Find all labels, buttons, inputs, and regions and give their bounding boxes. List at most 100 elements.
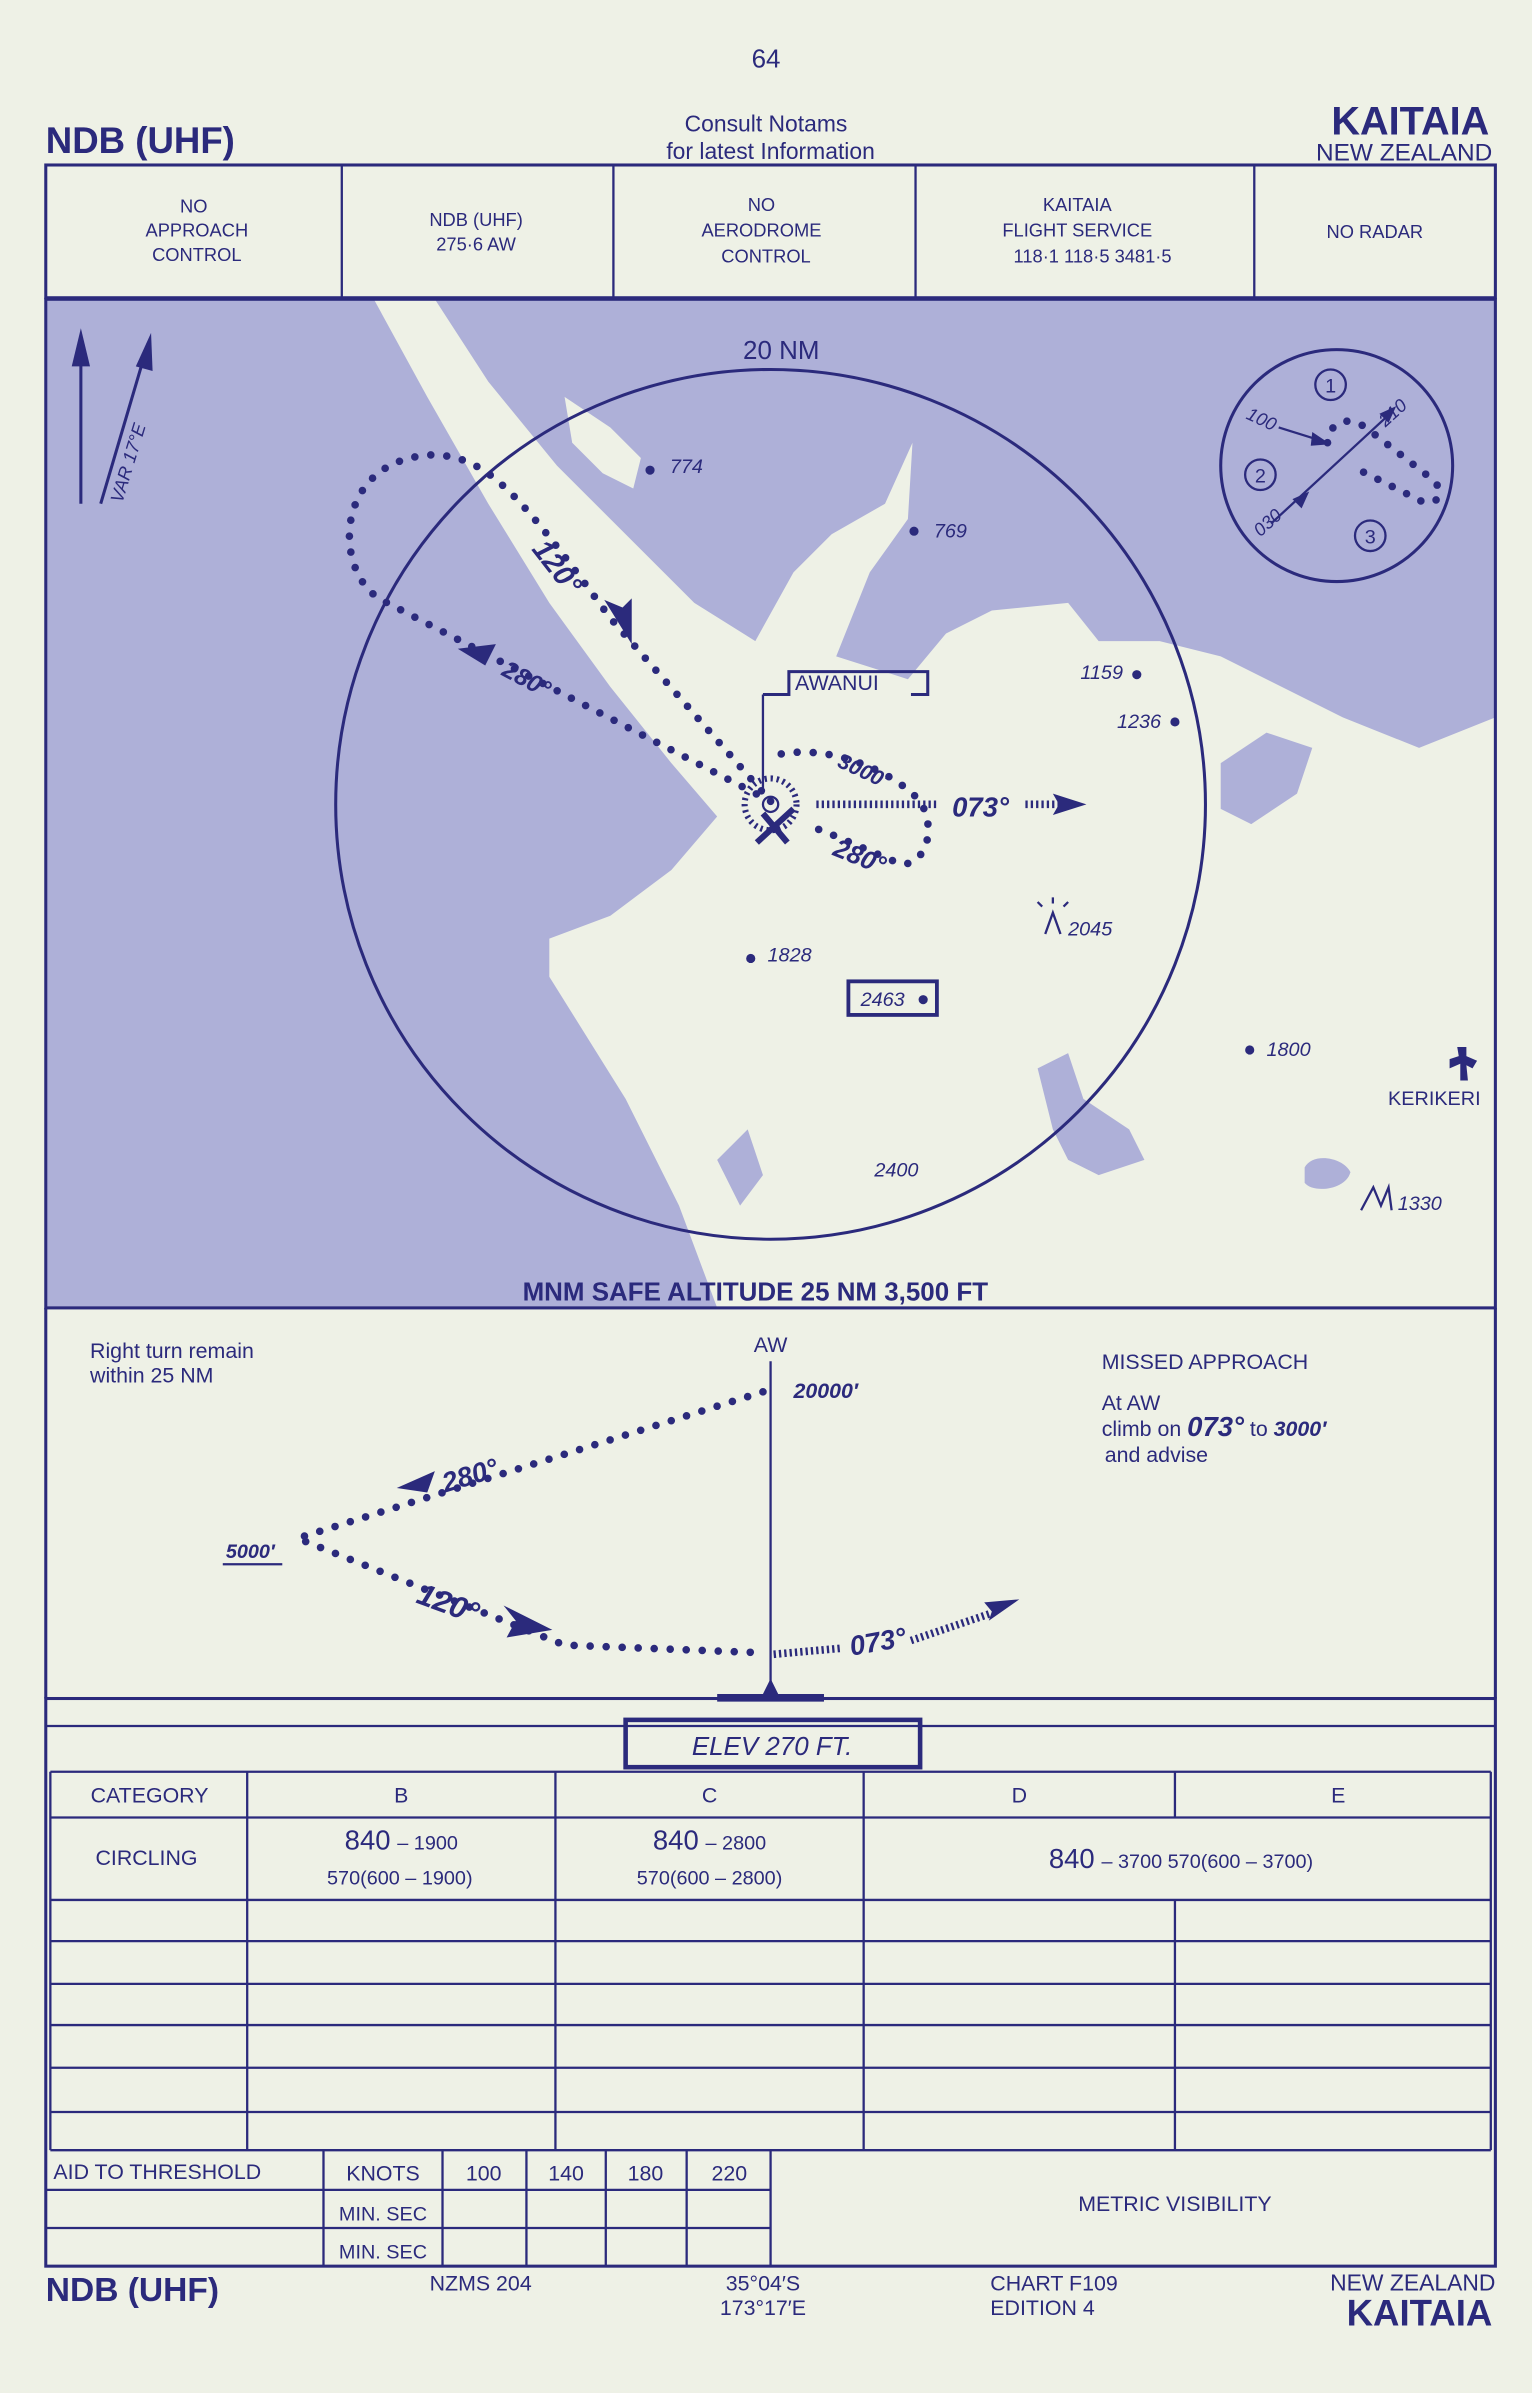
inbound-arrow-icon [604,598,632,645]
info-approach-3: CONTROL [152,244,241,265]
minimum-safe-altitude: MNM SAFE ALTITUDE 25 NM 3,500 FT [523,1278,989,1306]
info-flight-service-3: 118·1 118·5 3481·5 [1014,246,1172,267]
profile-missed-track [773,1609,994,1659]
footer-procedure: NDB (UHF) [46,2272,219,2309]
elevation-2463: 2463 [860,989,905,1011]
profile-note-2: within 25 NM [89,1364,213,1388]
cat-c-sub: 570(600 – 2800) [637,1868,783,1890]
footer-lon: 173°17′E [720,2296,806,2320]
header-category: CATEGORY [91,1783,209,1807]
footer-location: KAITAIA [1347,2293,1493,2334]
profile-fix: AW [754,1333,788,1357]
procedure-track [345,451,775,806]
circling-label: CIRCLING [95,1846,197,1870]
elevation-2400: 2400 [873,1160,918,1182]
notice-line2: for latest Information [666,138,875,164]
info-aerodrome-1: NO [748,194,775,215]
cat-b-sub: 570(600 – 1900) [327,1868,473,1890]
lake [1304,1158,1351,1189]
header-country: NEW ZEALAND [1316,139,1492,166]
min-sec-label-2: MIN. SEC [339,2242,427,2264]
missed-approach-track [777,748,933,868]
page-number: 64 [752,45,781,73]
aid-label: AID TO THRESHOLD [53,2160,261,2184]
info-approach-1: NO [180,195,207,216]
elevation-1330: 1330 [1398,1193,1442,1215]
missed-track-label: 073° [952,792,1010,823]
holding-number-1: 1 [1325,375,1336,397]
profile-missed-track-label: 073° [847,1621,909,1662]
profile-start-alt: 20000′ [792,1379,858,1403]
outbound-arrow-icon [457,644,496,666]
info-flight-service-1: KAITAIA [1043,194,1113,215]
missed-arrow-icon [1052,793,1087,816]
place-kerikeri: KERIKERI [1388,1088,1481,1110]
missed-approach-line3: and advise [1105,1443,1208,1467]
profile-inbound: 280° [437,1452,502,1499]
north-arrow-icon [71,328,153,505]
speed-180: 180 [628,2162,664,2186]
info-aerodrome-3: CONTROL [721,246,810,267]
inlet [1037,1053,1145,1176]
header-b: B [394,1783,408,1807]
facility-label-box [762,670,930,697]
range-ring-label: 20 NM [743,337,819,365]
info-strip: NO APPROACH CONTROL NDB (UHF) 275·6 AW N… [44,163,1497,300]
profile-outbound-arrow-icon [503,1605,553,1638]
fix-marker [717,1678,824,1702]
profile-outbound: 120° [413,1577,485,1631]
profile-turn-alt: 5000′ [226,1541,276,1563]
peak-icon [1360,1182,1393,1211]
inlet-2 [717,1129,763,1206]
knots-label: KNOTS [346,2162,420,2186]
elevation-1236: 1236 [1117,711,1162,733]
spot-elevations: 774 769 1159 1236 1828 2463 2045 1800 24… [645,456,1442,1215]
profile-note-1: Right turn remain [90,1339,254,1363]
cat-c-minimum: 840 – 2800 [653,1825,766,1856]
elevation-1828: 1828 [768,945,812,967]
info-ndb-2: 275·6 AW [436,233,516,254]
header-procedure: NDB (UHF) [46,120,235,161]
elevation-774: 774 [670,456,703,478]
elevation-1159: 1159 [1080,662,1123,684]
holding-number-3: 3 [1365,526,1376,548]
cat-b-minimum: 840 – 1900 [345,1825,458,1856]
notice-line1: Consult Notams [685,110,848,136]
northern-land [564,396,641,489]
info-radar: NO RADAR [1327,221,1424,242]
airport-icon [1449,1046,1478,1081]
speed-220: 220 [712,2162,748,2186]
header-location: KAITAIA [1331,99,1489,143]
ndb-symbol-icon [741,775,800,845]
metric-visibility: METRIC VISIBILITY [1078,2192,1271,2216]
profile-inbound-arrow-icon [396,1471,435,1493]
islands [1220,732,1313,825]
missed-approach-line1: At AW [1102,1391,1161,1415]
range-ring [334,367,1207,1241]
footer-lat: 35°04′S [726,2272,800,2296]
obstacle-icon [1036,897,1069,935]
missed-approach-title: MISSED APPROACH [1102,1350,1309,1374]
profile-view: Right turn remain within 25 NM AW 20000′… [44,1307,1497,1702]
profile-track [286,1388,767,1657]
cat-de-minimum: 840 – 3700 570(600 – 3700) [1049,1843,1313,1874]
profile-missed-arrow-icon [984,1599,1020,1621]
elevation-769: 769 [934,520,967,542]
speed-140: 140 [548,2162,584,2186]
min-sec-label-1: MIN. SEC [339,2203,427,2225]
info-flight-service-2: FLIGHT SERVICE [1002,220,1152,241]
footer-country: NEW ZEALAND [1330,2270,1495,2296]
facility-awanui: AWANUI [795,671,879,695]
info-approach-2: APPROACH [145,220,248,241]
elevation-2045: 2045 [1067,919,1113,941]
header-e: E [1331,1783,1345,1807]
speed-100: 100 [466,2162,502,2186]
footer-edition: EDITION 4 [990,2296,1095,2320]
aerodrome-elevation: ELEV 270 FT. [692,1733,853,1761]
holding-number-2: 2 [1255,465,1266,487]
info-ndb-1: NDB (UHF) [429,209,523,230]
elevation-1800: 1800 [1266,1039,1310,1061]
plan-view: VAR 17°E 20 NM 774 769 1159 1236 1828 24… [44,297,1497,1310]
footer-chart: CHART F109 [990,2272,1117,2296]
